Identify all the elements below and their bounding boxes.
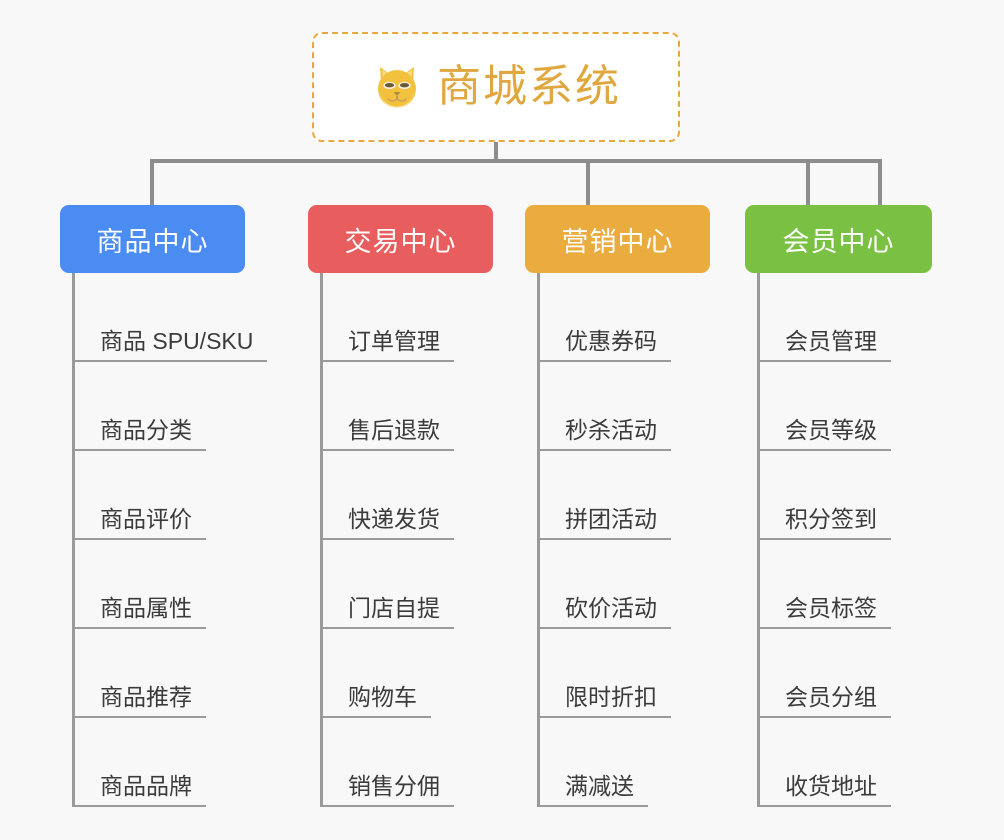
- leaf-label: 积分签到: [785, 506, 877, 532]
- leaf-label: 拼团活动: [565, 506, 657, 532]
- leaf-label: 商品 SPU/SKU: [100, 328, 254, 354]
- list-item[interactable]: 商品评价: [60, 451, 307, 540]
- leaf-label: 快递发货: [348, 506, 440, 532]
- branch-header-trade[interactable]: 交易中心: [308, 205, 493, 273]
- leaf-underline: [72, 716, 206, 718]
- leaf-label: 会员标签: [785, 595, 877, 621]
- branch-trunk-marketing: [537, 273, 540, 807]
- leaf-label: 满减送: [565, 773, 634, 799]
- connector-root-stem: [494, 142, 498, 163]
- leaf-underline: [537, 627, 671, 629]
- list-item[interactable]: 拼团活动: [525, 451, 772, 540]
- root-title: 商城系统: [437, 62, 621, 111]
- list-item[interactable]: 秒杀活动: [525, 362, 772, 451]
- leaf-underline: [537, 449, 671, 451]
- leaf-underline: [320, 627, 454, 629]
- list-item[interactable]: 砍价活动: [525, 540, 772, 629]
- list-item[interactable]: 门店自提: [308, 540, 555, 629]
- leaf-label: 砍价活动: [565, 595, 657, 621]
- leaf-label: 销售分佣: [348, 773, 440, 799]
- list-item[interactable]: 满减送: [525, 718, 772, 807]
- list-item[interactable]: 会员管理: [745, 273, 992, 362]
- branch-trunk-member: [757, 273, 760, 807]
- leaf-label: 限时折扣: [565, 684, 657, 710]
- leaf-label: 商品品牌: [100, 773, 192, 799]
- leaf-label: 秒杀活动: [565, 417, 657, 443]
- leaf-underline: [72, 360, 268, 362]
- leaf-underline: [537, 805, 648, 807]
- list-item[interactable]: 商品推荐: [60, 629, 307, 718]
- leaf-underline: [537, 360, 671, 362]
- leaf-label: 售后退款: [348, 417, 440, 443]
- leaf-underline: [757, 538, 891, 540]
- root-node[interactable]: 商城系统: [312, 32, 680, 142]
- leaf-label: 优惠券码: [565, 328, 657, 354]
- leaf-underline: [537, 716, 671, 718]
- leaf-underline: [757, 627, 891, 629]
- leaf-label: 会员等级: [785, 417, 877, 443]
- list-item[interactable]: 售后退款: [308, 362, 555, 451]
- list-item[interactable]: 商品品牌: [60, 718, 307, 807]
- branch-column-trade: 交易中心 订单管理 售后退款 快递发货 门店自提 购物车: [308, 205, 555, 807]
- list-item[interactable]: 销售分佣: [308, 718, 555, 807]
- branch-body-trade: 订单管理 售后退款 快递发货 门店自提 购物车 销售分佣: [308, 273, 555, 807]
- leaf-label: 会员分组: [785, 684, 877, 710]
- leaf-label: 收货地址: [785, 773, 877, 799]
- leaf-underline: [320, 716, 431, 718]
- list-item[interactable]: 收货地址: [745, 718, 992, 807]
- leaf-label: 订单管理: [348, 328, 440, 354]
- list-item[interactable]: 订单管理: [308, 273, 555, 362]
- leaf-label: 会员管理: [785, 328, 877, 354]
- branch-trunk-trade: [320, 273, 323, 807]
- connector-drop-4: [878, 159, 882, 207]
- connector-horizontal-bar: [150, 159, 882, 163]
- leaf-underline: [757, 805, 891, 807]
- list-item[interactable]: 会员分组: [745, 629, 992, 718]
- leaf-label: 商品属性: [100, 595, 192, 621]
- branch-trunk-product: [72, 273, 75, 807]
- leaf-label: 商品分类: [100, 417, 192, 443]
- shiba-dog-face-icon: [371, 61, 423, 113]
- connector-drop-2: [586, 159, 590, 207]
- list-item[interactable]: 积分签到: [745, 451, 992, 540]
- leaf-underline: [320, 538, 454, 540]
- list-item[interactable]: 优惠券码: [525, 273, 772, 362]
- connector-drop-3: [806, 159, 810, 207]
- list-item[interactable]: 商品分类: [60, 362, 307, 451]
- list-item[interactable]: 购物车: [308, 629, 555, 718]
- leaf-underline: [72, 805, 206, 807]
- list-item[interactable]: 会员等级: [745, 362, 992, 451]
- branch-body-marketing: 优惠券码 秒杀活动 拼团活动 砍价活动 限时折扣 满减送: [525, 273, 772, 807]
- leaf-underline: [757, 716, 891, 718]
- leaf-underline: [757, 449, 891, 451]
- leaf-underline: [320, 805, 454, 807]
- leaf-underline: [72, 538, 206, 540]
- branch-column-marketing: 营销中心 优惠券码 秒杀活动 拼团活动 砍价活动 限时折扣: [525, 205, 772, 807]
- leaf-underline: [72, 449, 206, 451]
- list-item[interactable]: 限时折扣: [525, 629, 772, 718]
- connector-drop-1: [150, 159, 154, 207]
- leaf-label: 商品评价: [100, 506, 192, 532]
- leaf-underline: [320, 360, 454, 362]
- leaf-underline: [320, 449, 454, 451]
- branch-body-product: 商品 SPU/SKU 商品分类 商品评价 商品属性 商品推荐 商品品牌: [60, 273, 307, 807]
- branch-header-marketing[interactable]: 营销中心: [525, 205, 710, 273]
- list-item[interactable]: 商品属性: [60, 540, 307, 629]
- branch-header-member[interactable]: 会员中心: [745, 205, 932, 273]
- branch-header-product[interactable]: 商品中心: [60, 205, 245, 273]
- leaf-label: 购物车: [348, 684, 417, 710]
- leaf-underline: [757, 360, 891, 362]
- list-item[interactable]: 会员标签: [745, 540, 992, 629]
- leaf-underline: [72, 627, 206, 629]
- list-item[interactable]: 快递发货: [308, 451, 555, 540]
- branch-column-member: 会员中心 会员管理 会员等级 积分签到 会员标签 会员分组: [745, 205, 992, 807]
- list-item[interactable]: 商品 SPU/SKU: [60, 273, 307, 362]
- leaf-label: 门店自提: [348, 595, 440, 621]
- branch-body-member: 会员管理 会员等级 积分签到 会员标签 会员分组 收货地址: [745, 273, 992, 807]
- branch-column-product: 商品中心 商品 SPU/SKU 商品分类 商品评价 商品属性 商品推荐: [60, 205, 307, 807]
- leaf-underline: [537, 538, 671, 540]
- leaf-label: 商品推荐: [100, 684, 192, 710]
